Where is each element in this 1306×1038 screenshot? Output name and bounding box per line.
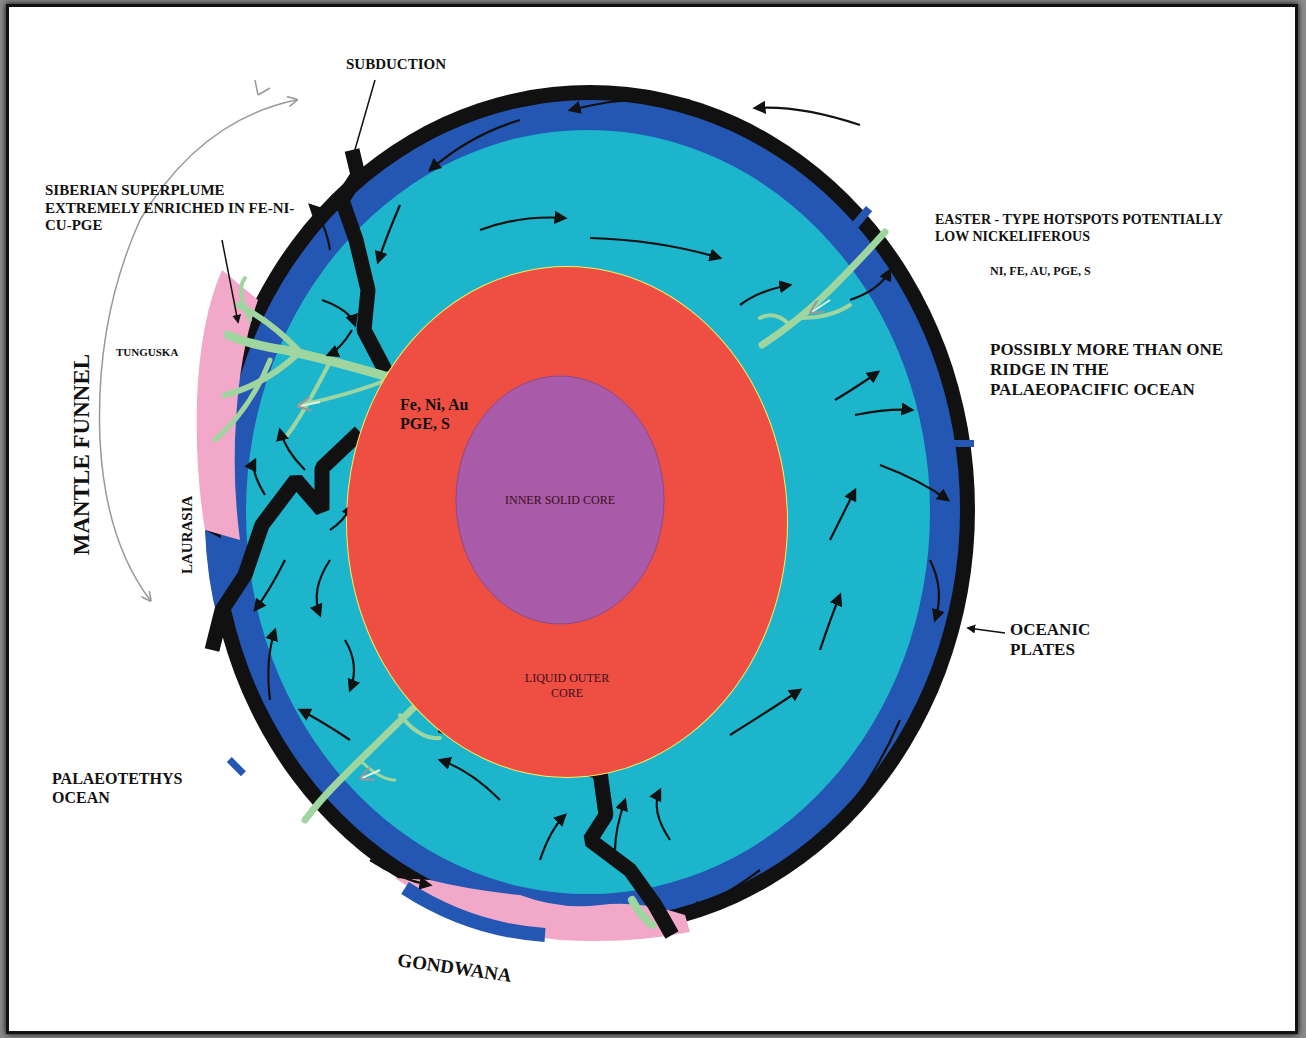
annotation-label: Fe, Ni, Au PGE, S bbox=[400, 396, 500, 434]
annotation-label: MANTLE FUNNEL bbox=[68, 354, 95, 555]
core-label: INNER SOLID CORE bbox=[470, 493, 650, 507]
outer-core: LIQUID OUTER CORE INNER SOLID CORE bbox=[346, 266, 788, 778]
annotation-label: LAURASIA bbox=[179, 496, 197, 574]
core-label: LIQUID OUTER CORE bbox=[519, 671, 615, 700]
annotation-label: PALAEOTETHYS OCEAN bbox=[52, 770, 202, 808]
annotation-label: SUBDUCTION bbox=[346, 56, 446, 74]
inner-core: INNER SOLID CORE bbox=[455, 375, 665, 625]
annotation-label: TUNGUSKA bbox=[116, 346, 178, 359]
annotation-label: NI, FE, AU, PGE, S bbox=[990, 264, 1091, 278]
annotation-label: OCEANIC PLATES bbox=[1010, 620, 1130, 660]
annotation-label: SIBERIAN SUPERPLUME EXTREMELY ENRICHED I… bbox=[45, 182, 295, 235]
annotation-label: POSSIBLY MORE THAN ONE RIDGE IN THE PALA… bbox=[990, 340, 1240, 400]
annotation-label: EASTER - TYPE HOTSPOTS POTENTIALLY LOW N… bbox=[935, 212, 1255, 245]
